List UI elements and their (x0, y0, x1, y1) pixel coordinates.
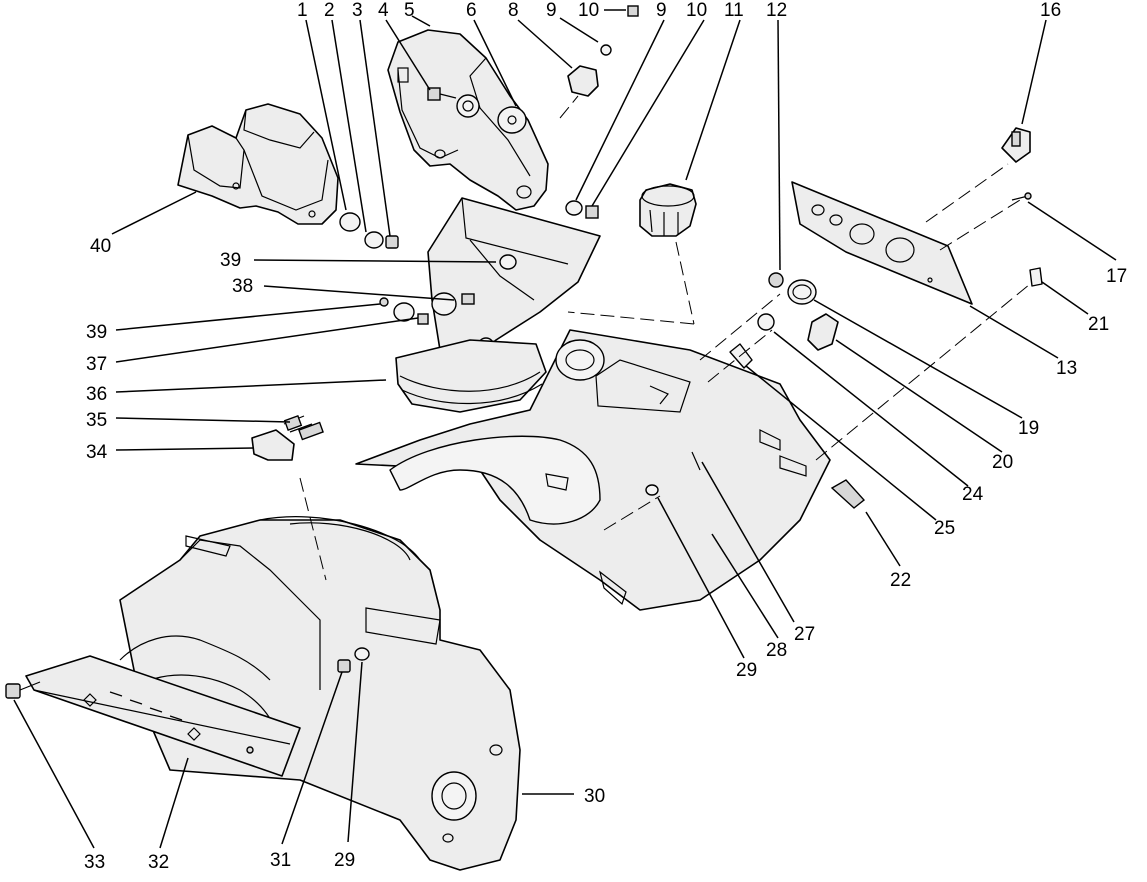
nut-washer-lower (337, 647, 370, 673)
label-8: 8 (508, 0, 519, 21)
label-4: 4 (378, 0, 389, 21)
scraper-bar (25, 655, 301, 777)
part-labels: 1 2 3 4 5 6 8 9 10 9 10 11 12 16 17 21 1… (84, 0, 1127, 873)
label-36: 36 (86, 384, 107, 405)
label-39: 39 (86, 322, 107, 343)
lower-housing (119, 516, 521, 871)
label-21: 21 (1088, 314, 1109, 335)
label-10-top: 10 (578, 0, 599, 21)
switch-assembly (729, 272, 866, 509)
control-panel (791, 181, 973, 305)
label-30: 30 (584, 786, 605, 807)
chute-control-bracket (387, 29, 549, 211)
leader-lines (13, 9, 1117, 849)
screw-17 (1011, 192, 1032, 201)
label-20: 20 (992, 452, 1013, 473)
scroll-duct (389, 435, 601, 525)
label-16: 16 (1040, 0, 1061, 21)
label-6: 6 (466, 0, 477, 21)
label-22: 22 (890, 570, 911, 591)
clip-21 (1029, 267, 1043, 287)
label-19: 19 (1018, 418, 1039, 439)
label-35: 35 (86, 410, 107, 431)
chute-ring (395, 339, 547, 413)
label-9: 9 (656, 0, 667, 21)
gear-and-bolt (427, 87, 527, 134)
label-24: 24 (962, 484, 984, 505)
label-34: 34 (86, 442, 108, 463)
label-29-bottom: 29 (334, 850, 355, 871)
label-10: 10 (686, 0, 707, 21)
chute-deflector (177, 103, 339, 225)
washer-and-nut (339, 212, 399, 249)
label-40: 40 (90, 236, 111, 257)
label-38: 38 (232, 276, 253, 297)
label-37: 37 (86, 354, 107, 375)
label-11: 11 (724, 0, 744, 21)
label-28: 28 (766, 640, 787, 661)
label-32: 32 (148, 852, 169, 873)
label-29-right: 29 (736, 660, 757, 681)
label-17: 17 (1106, 266, 1127, 287)
label-39-top: 39 (220, 250, 241, 271)
label-9-top: 9 (546, 0, 557, 21)
discharge-chute (427, 197, 601, 357)
label-12: 12 (766, 0, 787, 21)
spring-clamp (251, 415, 324, 461)
fuel-cap (639, 183, 697, 237)
label-2: 2 (324, 0, 335, 21)
label-27: 27 (794, 624, 815, 645)
alignment-lines (299, 163, 1031, 581)
primer-button (1001, 127, 1031, 163)
carriage-bolt (5, 681, 41, 699)
label-1: 1 (297, 0, 308, 21)
label-31: 31 (270, 850, 291, 871)
label-13: 13 (1056, 358, 1077, 379)
crank-knob (559, 5, 639, 119)
label-25: 25 (934, 518, 955, 539)
label-3: 3 (352, 0, 363, 21)
label-5: 5 (404, 0, 415, 21)
label-33: 33 (84, 852, 105, 873)
